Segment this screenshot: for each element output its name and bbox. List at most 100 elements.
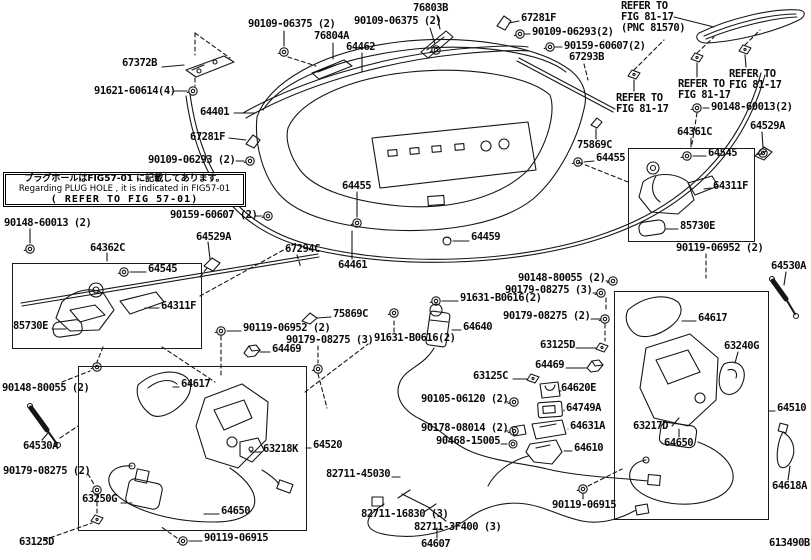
part-label-64459[interactable]: 64459 <box>471 231 501 243</box>
part-label-67294c[interactable]: 67294C <box>285 243 320 255</box>
part-label-64362c[interactable]: 64362C <box>90 242 125 254</box>
figure-code: 613490B <box>769 537 810 549</box>
part-label-90179-08275-3[interactable]: 90179-08275 (3) <box>286 334 374 346</box>
part-label-90178-08014-2[interactable]: 90178-08014 (2) <box>421 422 509 434</box>
part-label-64461[interactable]: 64461 <box>338 259 368 271</box>
part-label-90119-06952-2-2[interactable]: 90119-06952 (2) <box>243 322 331 334</box>
part-label-63218k[interactable]: 63218K <box>263 443 298 455</box>
part-label-90179-08275-3-2[interactable]: 90179-08275 (3) <box>505 284 593 296</box>
part-label-64311f[interactable]: 64311F <box>161 300 196 312</box>
part-label-64610[interactable]: 64610 <box>574 442 604 454</box>
striker-stack-drawing <box>488 382 566 486</box>
assembly-box-64362c <box>12 263 202 349</box>
part-label-63125d[interactable]: 63125D <box>540 339 575 351</box>
part-label-90159-60607-2-2[interactable]: 90159-60607 (2) <box>170 209 258 221</box>
part-label-91621-60614-4[interactable]: 91621-60614(4) <box>94 85 176 97</box>
part-label-90119-06915[interactable]: 90119-06915 <box>204 532 269 544</box>
part-label-90119-06952-2[interactable]: 90119-06952 (2) <box>676 242 764 254</box>
note-line-japanese: プラグホールはFIG57-01 に記載してあります。 <box>24 174 225 184</box>
latch-cluster-right-drawing <box>626 297 794 504</box>
refer-note-3[interactable]: REFER TO FIG 81-17 <box>678 78 731 101</box>
part-label-64455[interactable]: 64455 <box>342 180 372 192</box>
plug-hole-note: プラグホールはFIG57-01 に記載してあります。 Regarding PLU… <box>3 172 246 207</box>
part-label-67372b[interactable]: 67372B <box>122 57 157 69</box>
part-label-64530a-2[interactable]: 64530A <box>771 260 806 272</box>
part-label-64510[interactable]: 64510 <box>777 402 807 414</box>
plug-hole-note-inner: プラグホールはFIG57-01 に記載してあります。 Regarding PLU… <box>5 174 244 205</box>
part-label-64529a[interactable]: 64529A <box>750 120 785 132</box>
part-label-90179-08275-2-2[interactable]: 90179-08275 (2) <box>3 465 91 477</box>
part-label-64617[interactable]: 64617 <box>181 378 211 390</box>
part-label-64631a[interactable]: 64631A <box>570 420 605 432</box>
part-label-90148-80055-2[interactable]: 90148-80055 (2) <box>518 272 606 284</box>
assembly-box-64361c <box>628 148 755 242</box>
part-label-82711-16830-3[interactable]: 82711-16830 (3) <box>361 508 449 520</box>
part-label-90148-80055-2-2[interactable]: 90148-80055 (2) <box>2 382 90 394</box>
lock-cylinder-drawing <box>398 304 660 486</box>
part-label-64650-2[interactable]: 64650 <box>664 437 694 449</box>
part-label-64620e[interactable]: 64620E <box>561 382 596 394</box>
part-label-67293b[interactable]: 67293B <box>569 51 604 63</box>
part-label-90109-06375-2[interactable]: 90109-06375 (2) <box>248 18 336 30</box>
part-label-63240g[interactable]: 63240G <box>724 340 759 352</box>
part-label-90468-15005[interactable]: 90468-15005 <box>436 435 501 447</box>
part-label-64469-2[interactable]: 64469 <box>272 343 302 355</box>
assembly-box-64510 <box>614 291 769 520</box>
part-label-64650[interactable]: 64650 <box>221 505 251 517</box>
part-label-90109-06375-2-2[interactable]: 90109-06375 (2) <box>354 15 442 27</box>
refer-note-2[interactable]: REFER TO FIG 81-17 <box>729 68 782 91</box>
part-label-67281f[interactable]: 67281F <box>521 12 556 24</box>
note-line-refer: ( REFER TO FIG 57-01) <box>50 194 199 205</box>
lock-cluster-right-drawing <box>638 162 718 237</box>
part-label-90159-60607-2[interactable]: 90159-60607(2) <box>564 40 646 52</box>
part-label-90109-06293-2[interactable]: 90109-06293(2) <box>532 26 614 38</box>
part-label-85730e-2[interactable]: 85730E <box>680 220 715 232</box>
part-label-90119-06915-2[interactable]: 90119-06915 <box>552 499 617 511</box>
part-label-63217d[interactable]: 63217D <box>633 420 668 432</box>
refer-note[interactable]: REFER TO FIG 81-17 (PNC 81570) <box>621 0 686 34</box>
part-label-82711-3f400-3[interactable]: 82711-3F400 (3) <box>414 521 502 533</box>
part-label-64529a-2[interactable]: 64529A <box>196 231 231 243</box>
part-label-64401[interactable]: 64401 <box>200 106 230 118</box>
spoiler-drawing <box>697 10 804 43</box>
part-label-85730e[interactable]: 85730E <box>13 320 48 332</box>
part-label-63250g[interactable]: 63250G <box>82 493 117 505</box>
part-label-64530a[interactable]: 64530A <box>23 440 58 452</box>
note-line-english: Regarding PLUG HOLE , it is indicated in… <box>18 184 231 194</box>
part-label-76803b[interactable]: 76803B <box>413 2 448 14</box>
part-label-64311f-2[interactable]: 64311F <box>713 180 748 192</box>
trunk-lid-drawing <box>256 40 585 231</box>
part-label-64462[interactable]: 64462 <box>346 41 376 53</box>
part-label-64361c[interactable]: 64361C <box>677 126 712 138</box>
part-label-64640[interactable]: 64640 <box>463 321 493 333</box>
part-label-63125c[interactable]: 63125C <box>473 370 508 382</box>
part-label-64469[interactable]: 64469 <box>535 359 565 371</box>
part-label-64545[interactable]: 64545 <box>148 263 178 275</box>
part-label-90105-06120-2[interactable]: 90105-06120 (2) <box>421 393 509 405</box>
part-label-75869c-2[interactable]: 75869C <box>333 308 368 320</box>
part-label-75869c[interactable]: 75869C <box>577 139 612 151</box>
part-label-64617-2[interactable]: 64617 <box>698 312 728 324</box>
part-label-64607[interactable]: 64607 <box>421 538 451 550</box>
part-label-90179-08275-2[interactable]: 90179-08275 (2) <box>503 310 591 322</box>
part-label-90148-60013-2-2[interactable]: 90148-60013 (2) <box>4 217 92 229</box>
part-label-91631-b0616-2[interactable]: 91631-B0616(2) <box>374 332 456 344</box>
part-label-90148-60013-2[interactable]: 90148-60013(2) <box>711 101 793 113</box>
part-label-67281f-2[interactable]: 67281F <box>190 131 225 143</box>
part-label-90109-06293-2-2[interactable]: 90109-06293 (2) <box>148 154 236 166</box>
part-label-64520[interactable]: 64520 <box>313 439 343 451</box>
moulding-drawing <box>186 31 529 118</box>
lock-cluster-left-drawing <box>52 283 164 338</box>
part-label-91631-b0616-2-2[interactable]: 91631-B0616(2) <box>460 292 542 304</box>
leader-lines <box>30 15 790 541</box>
refer-note-4[interactable]: REFER TO FIG 81-17 <box>616 92 669 115</box>
part-label-63125d-2[interactable]: 63125D <box>19 536 54 548</box>
part-label-64618a[interactable]: 64618A <box>772 480 807 492</box>
part-label-64749a[interactable]: 64749A <box>566 402 601 414</box>
part-label-64545-2[interactable]: 64545 <box>708 147 738 159</box>
part-label-64455-2[interactable]: 64455 <box>596 152 626 164</box>
part-label-82711-45030[interactable]: 82711-45030 <box>326 468 391 480</box>
construction-lines <box>60 30 760 538</box>
part-label-76804a[interactable]: 76804A <box>314 30 349 42</box>
